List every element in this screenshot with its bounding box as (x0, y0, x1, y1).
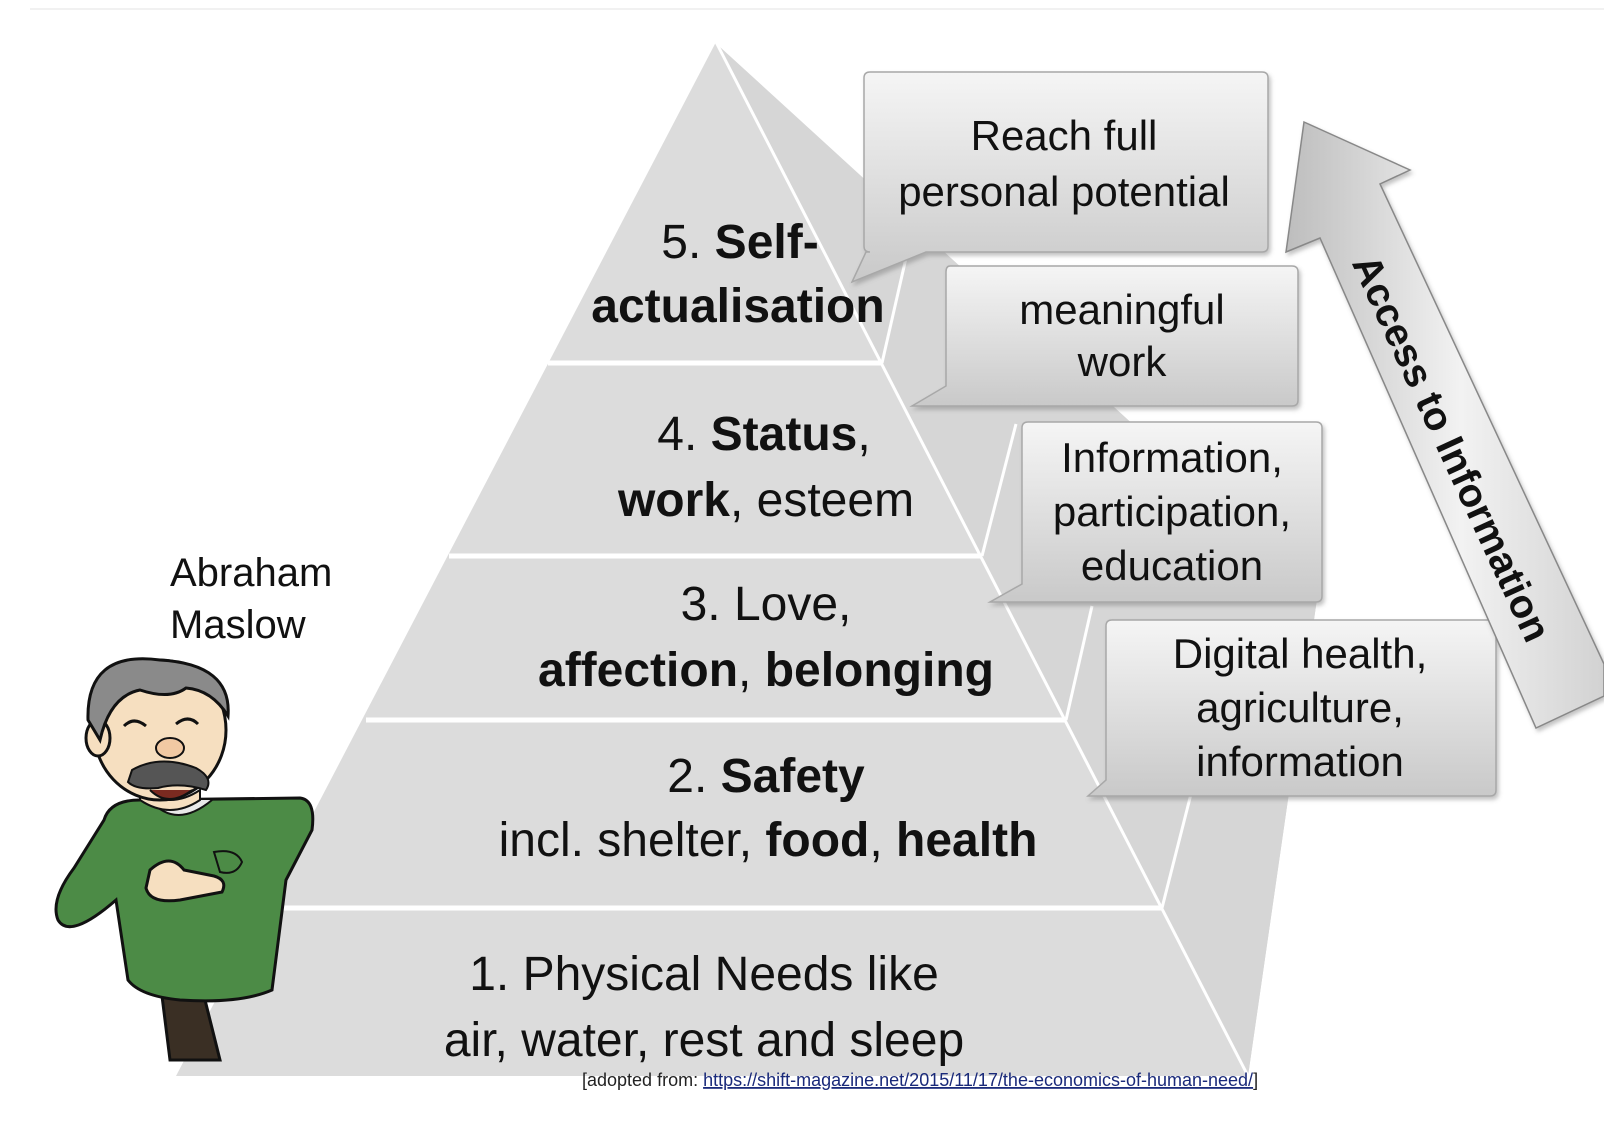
callout-2-line1: meaningful (1019, 286, 1224, 333)
maslow-cartoon (54, 657, 315, 1062)
callout-3-line2: participation, (1053, 488, 1291, 535)
level-4-title: Status (711, 408, 858, 461)
level-3-sep: , (738, 644, 765, 697)
callout-1-line2: personal potential (898, 168, 1230, 215)
callout-2-line2: work (1077, 338, 1168, 385)
source-prefix: [adopted from: (582, 1070, 703, 1090)
level-5-title-a: Self- (715, 216, 819, 269)
level-2-sep: , (869, 814, 896, 867)
callout-4-line1: Digital health, (1173, 630, 1427, 677)
access-arrow (1285, 120, 1604, 730)
level-4-work: work (617, 474, 730, 527)
level-4-number: 4. (657, 408, 710, 461)
callout-2 (909, 265, 1299, 407)
level-1-line2: air, water, rest and sleep (444, 1014, 964, 1067)
level-2-food: food (765, 814, 869, 867)
person-name-line1: Abraham (170, 551, 332, 595)
source-citation: [adopted from: https://shift-magazine.ne… (582, 1070, 1258, 1090)
level-4-line1: 4. Status, (657, 408, 870, 461)
pyramid-front-face (176, 42, 1248, 1076)
side-divider-2 (980, 423, 1018, 557)
level-5-line1: 5. Self- (661, 216, 818, 269)
level-2-number: 2. (667, 750, 720, 803)
callout-1-line1: Reach full (971, 112, 1158, 159)
side-divider-3 (1064, 605, 1094, 721)
callout-3-line1: Information, (1061, 434, 1283, 481)
level-5-line2: actualisation (591, 280, 884, 333)
level-1-line1: 1. Physical Needs like (469, 948, 939, 1001)
callout-3-line3: education (1081, 542, 1263, 589)
level-4-esteem: , esteem (730, 474, 914, 527)
level-5-number: 5. (661, 216, 714, 269)
callout-1 (850, 71, 1269, 284)
top-divider (30, 8, 1604, 10)
callout-4-line3: information (1196, 738, 1404, 785)
level-3-affection: affection (538, 644, 738, 697)
callout-4-line2: agriculture, (1196, 684, 1404, 731)
level-4-line2: work, esteem (617, 474, 914, 527)
person-name-line2: Maslow (170, 603, 306, 647)
callout-3 (987, 421, 1323, 603)
level-3-belonging: belonging (765, 644, 994, 697)
level-2-line2: incl. shelter, food, health (499, 814, 1038, 867)
level-4-comma: , (857, 408, 870, 461)
source-suffix: ] (1253, 1070, 1258, 1090)
source-link: https://shift-magazine.net/2015/11/17/th… (703, 1070, 1253, 1090)
access-arrow-label: Access to Information (1343, 248, 1559, 648)
level-2-title: Safety (721, 750, 865, 803)
pyramid-edge (714, 41, 1250, 1077)
side-divider-1 (880, 257, 908, 364)
level-3-line2: affection, belonging (538, 644, 994, 697)
level-2-health: health (896, 814, 1037, 867)
level-2-incl: incl. shelter, (499, 814, 766, 867)
level-3-line1: 3. Love, (681, 578, 852, 631)
pyramid-side-shade (716, 42, 1318, 1076)
level-2-line1: 2. Safety (667, 750, 865, 803)
side-divider-4 (1160, 789, 1194, 909)
